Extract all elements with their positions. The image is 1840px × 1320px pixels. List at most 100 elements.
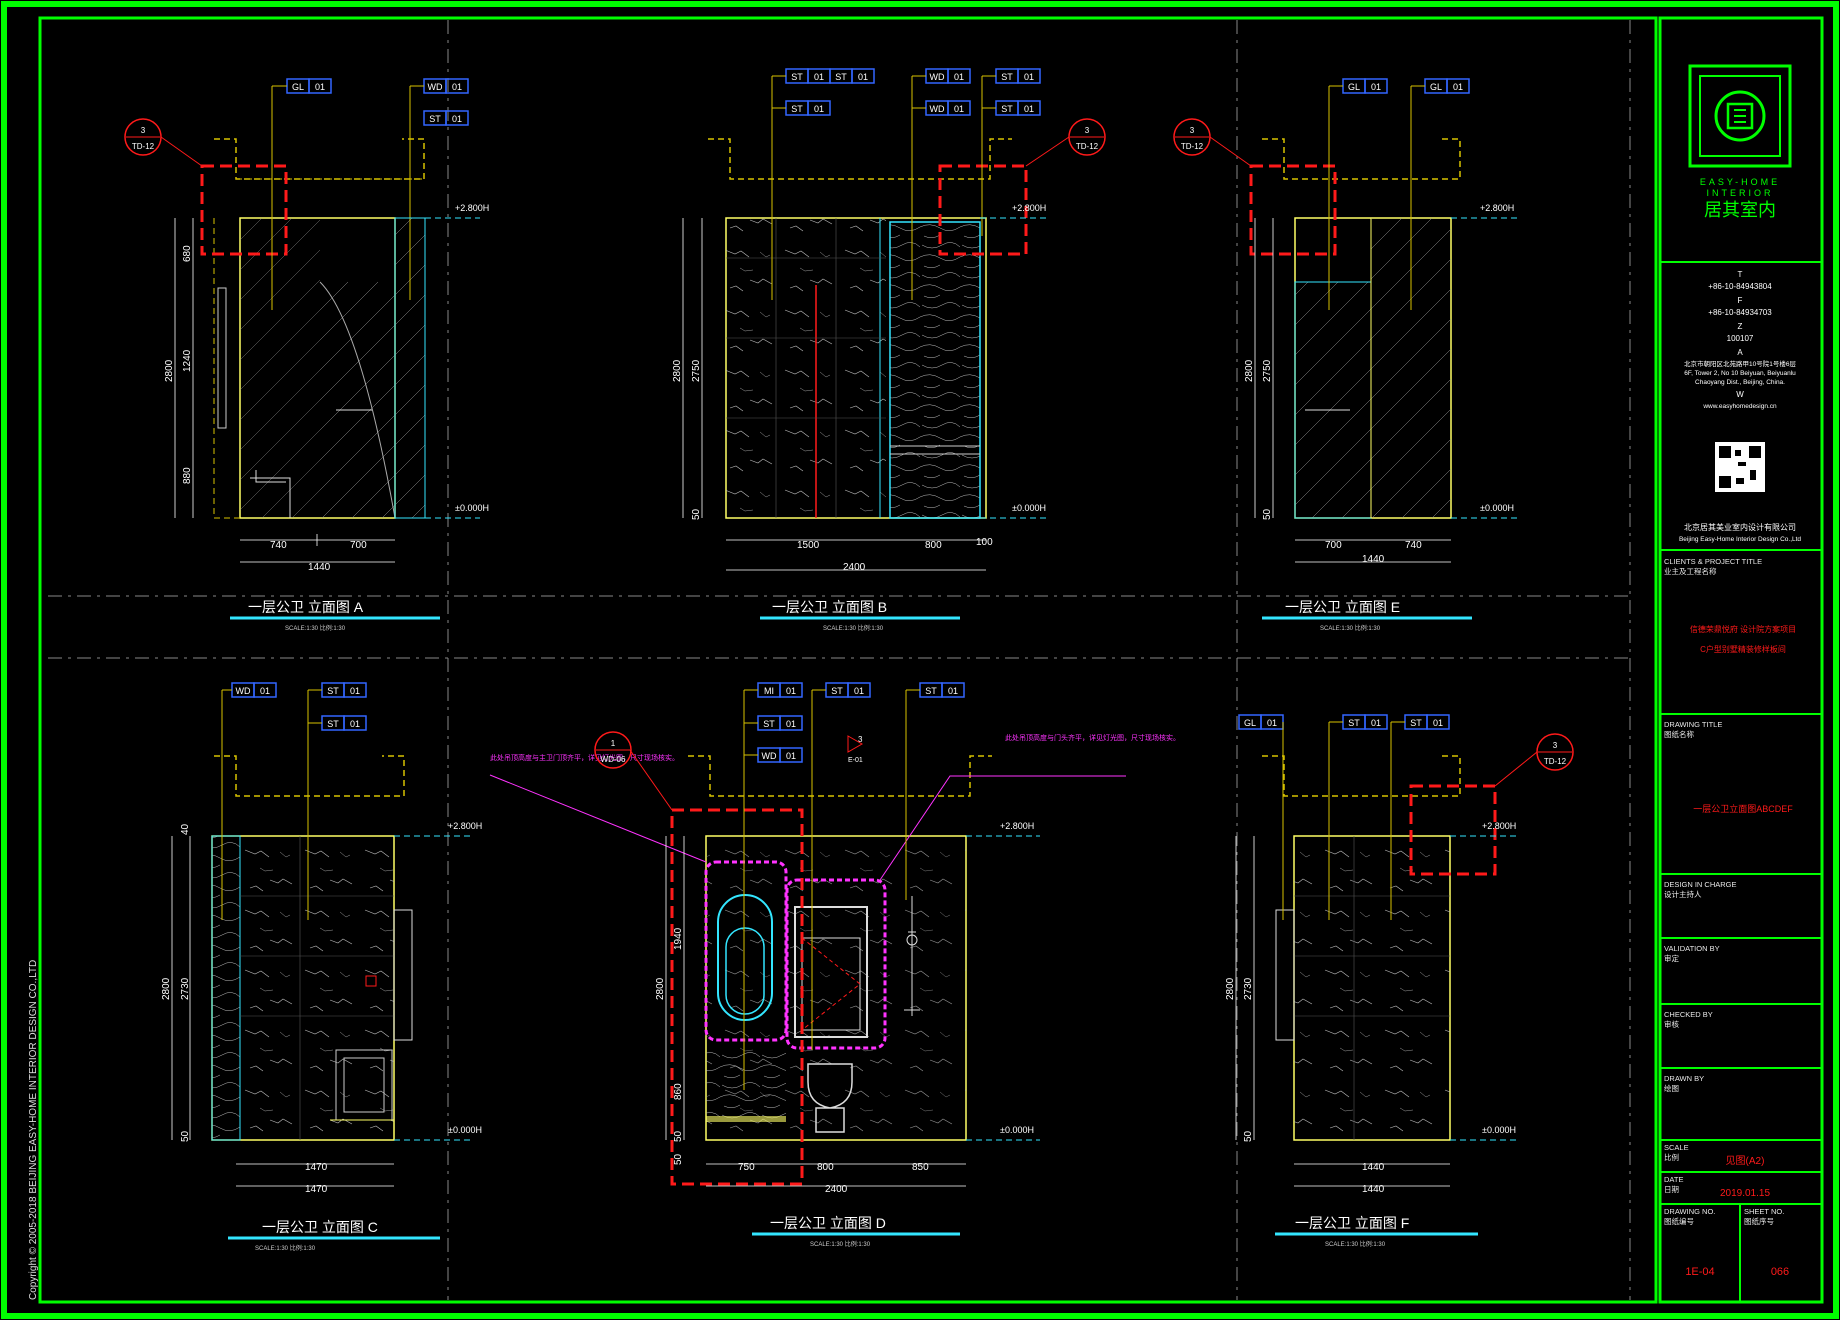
svg-text:SCALE: SCALE <box>1664 1143 1689 1152</box>
svg-text:WD: WD <box>762 751 777 761</box>
svg-text:1470: 1470 <box>305 1162 328 1173</box>
svg-text:3: 3 <box>1553 741 1558 750</box>
svg-text:1: 1 <box>611 739 616 748</box>
svg-text:01: 01 <box>786 751 796 761</box>
svg-text:见图(A2): 见图(A2) <box>1726 1155 1765 1167</box>
svg-text:1440: 1440 <box>1362 1162 1385 1173</box>
svg-text:ST: ST <box>327 719 339 729</box>
svg-text:1440: 1440 <box>308 562 331 573</box>
elevation-title: 一层公卫 立面图 C <box>262 1219 378 1235</box>
elevation-title: 一层公卫 立面图 A <box>248 599 364 615</box>
svg-text:Chaoyang Dist., Beijing, China: Chaoyang Dist., Beijing, China. <box>1695 379 1785 386</box>
svg-text:ST: ST <box>831 686 843 696</box>
sheet-grid <box>48 20 1631 1300</box>
svg-text:图纸编号: 图纸编号 <box>1664 1216 1694 1226</box>
svg-text:2800: 2800 <box>1225 977 1236 1000</box>
svg-text:业主及工程名称: 业主及工程名称 <box>1664 566 1717 576</box>
svg-text:01: 01 <box>814 72 824 82</box>
svg-text:1940: 1940 <box>673 927 684 950</box>
detail-callout-box <box>1409 784 1497 876</box>
svg-text:此处吊顶高度与主卫门顶齐平，详见灯光图，尺寸现场核实。: 此处吊顶高度与主卫门顶齐平，详见灯光图，尺寸现场核实。 <box>490 753 679 762</box>
svg-text:±0.000H: ±0.000H <box>455 503 489 513</box>
title-block: EASY-HOME INTERIOR 居其室内 T +86-10-8494380… <box>1660 64 1822 1302</box>
svg-text:TD-12: TD-12 <box>132 142 155 151</box>
svg-text:WD: WD <box>930 72 945 82</box>
svg-text:图纸序号: 图纸序号 <box>1744 1216 1774 1226</box>
revision-cloud <box>785 878 887 1050</box>
svg-text:+86-10-84943804: +86-10-84943804 <box>1708 282 1772 291</box>
svg-text:WD: WD <box>236 686 251 696</box>
svg-text:ST: ST <box>925 686 937 696</box>
svg-text:01: 01 <box>786 719 796 729</box>
svg-text:01: 01 <box>260 686 270 696</box>
svg-text:1440: 1440 <box>1362 1184 1385 1195</box>
svg-text:±0.000H: ±0.000H <box>1000 1125 1034 1135</box>
svg-text:750: 750 <box>738 1162 755 1173</box>
svg-text:绘图: 绘图 <box>1664 1083 1679 1093</box>
detail-callout-box <box>670 808 804 1186</box>
svg-text:01: 01 <box>1371 82 1381 92</box>
svg-text:860: 860 <box>673 1083 684 1100</box>
svg-text:01: 01 <box>315 82 325 92</box>
svg-text:居其室内: 居其室内 <box>1704 200 1776 220</box>
elevation-title: 一层公卫 立面图 E <box>1285 599 1400 615</box>
svg-text:50: 50 <box>673 1130 684 1142</box>
svg-text:SCALE:1:30 比例:1:30: SCALE:1:30 比例:1:30 <box>823 624 884 632</box>
svg-text:ST: ST <box>791 104 803 114</box>
mirror-cabinet <box>794 906 868 1038</box>
svg-text:SCALE:1:30 比例:1:30: SCALE:1:30 比例:1:30 <box>1325 1240 1386 1248</box>
svg-text:880: 880 <box>182 467 193 484</box>
detail-callout-box <box>938 164 1028 256</box>
svg-text:ST: ST <box>1410 718 1422 728</box>
svg-text:ST: ST <box>1001 104 1013 114</box>
svg-text:+2.800H: +2.800H <box>1000 821 1034 831</box>
svg-text:DRAWING NO.: DRAWING NO. <box>1664 1207 1715 1216</box>
svg-text:+2.800H: +2.800H <box>1480 203 1514 213</box>
svg-text:2750: 2750 <box>1262 359 1273 382</box>
svg-text:1500: 1500 <box>797 540 820 551</box>
bathtub <box>717 894 773 1021</box>
svg-text:1E-04: 1E-04 <box>1685 1266 1714 1278</box>
svg-text:01: 01 <box>1453 82 1463 92</box>
svg-text:GL: GL <box>292 82 304 92</box>
svg-text:审定: 审定 <box>1664 953 1680 963</box>
svg-text:066: 066 <box>1771 1266 1789 1278</box>
svg-text:01: 01 <box>854 686 864 696</box>
elevation-title: 一层公卫 立面图 D <box>770 1215 886 1231</box>
svg-text:E-01: E-01 <box>848 757 863 764</box>
detail-callout-box <box>1249 164 1337 256</box>
svg-text:DRAWING TITLE: DRAWING TITLE <box>1664 720 1722 729</box>
svg-text:850: 850 <box>912 1162 929 1173</box>
svg-text:WD: WD <box>930 104 945 114</box>
svg-text:±0.000H: ±0.000H <box>448 1125 482 1135</box>
svg-text:1440: 1440 <box>1362 554 1385 565</box>
svg-text:C户型别墅精装修样板间: C户型别墅精装修样板间 <box>1700 644 1786 654</box>
material-tag: GL 01 <box>271 78 332 310</box>
svg-text:ST: ST <box>1348 718 1360 728</box>
svg-text:800: 800 <box>925 540 942 551</box>
svg-text:3: 3 <box>1190 126 1195 135</box>
svg-text:50: 50 <box>1243 1130 1254 1142</box>
svg-text:01: 01 <box>1024 104 1034 114</box>
svg-text:740: 740 <box>270 540 287 551</box>
svg-text:2800: 2800 <box>164 359 175 382</box>
svg-text:01: 01 <box>948 686 958 696</box>
svg-text:6F, Tower 2, No 10 Beiyuan, Be: 6F, Tower 2, No 10 Beiyuan, Beiyuanlu <box>1684 370 1796 377</box>
svg-text:+2.800H: +2.800H <box>1012 203 1046 213</box>
svg-text:CHECKED BY: CHECKED BY <box>1664 1010 1713 1019</box>
svg-text:2730: 2730 <box>1243 977 1254 1000</box>
svg-text:2400: 2400 <box>843 562 866 573</box>
qr-code <box>1715 442 1765 492</box>
svg-text:01: 01 <box>786 686 796 696</box>
svg-text:WD: WD <box>428 82 443 92</box>
svg-text:北京居其美业室内设计有限公司: 北京居其美业室内设计有限公司 <box>1684 522 1796 532</box>
svg-text:SHEET NO.: SHEET NO. <box>1744 1207 1784 1216</box>
svg-text:740: 740 <box>1405 540 1422 551</box>
svg-text:ST: ST <box>791 72 803 82</box>
copyright-text: Copyright © 2005-2018 BEIJING EASY-HOME … <box>28 960 39 1300</box>
svg-text:1240: 1240 <box>182 349 193 372</box>
